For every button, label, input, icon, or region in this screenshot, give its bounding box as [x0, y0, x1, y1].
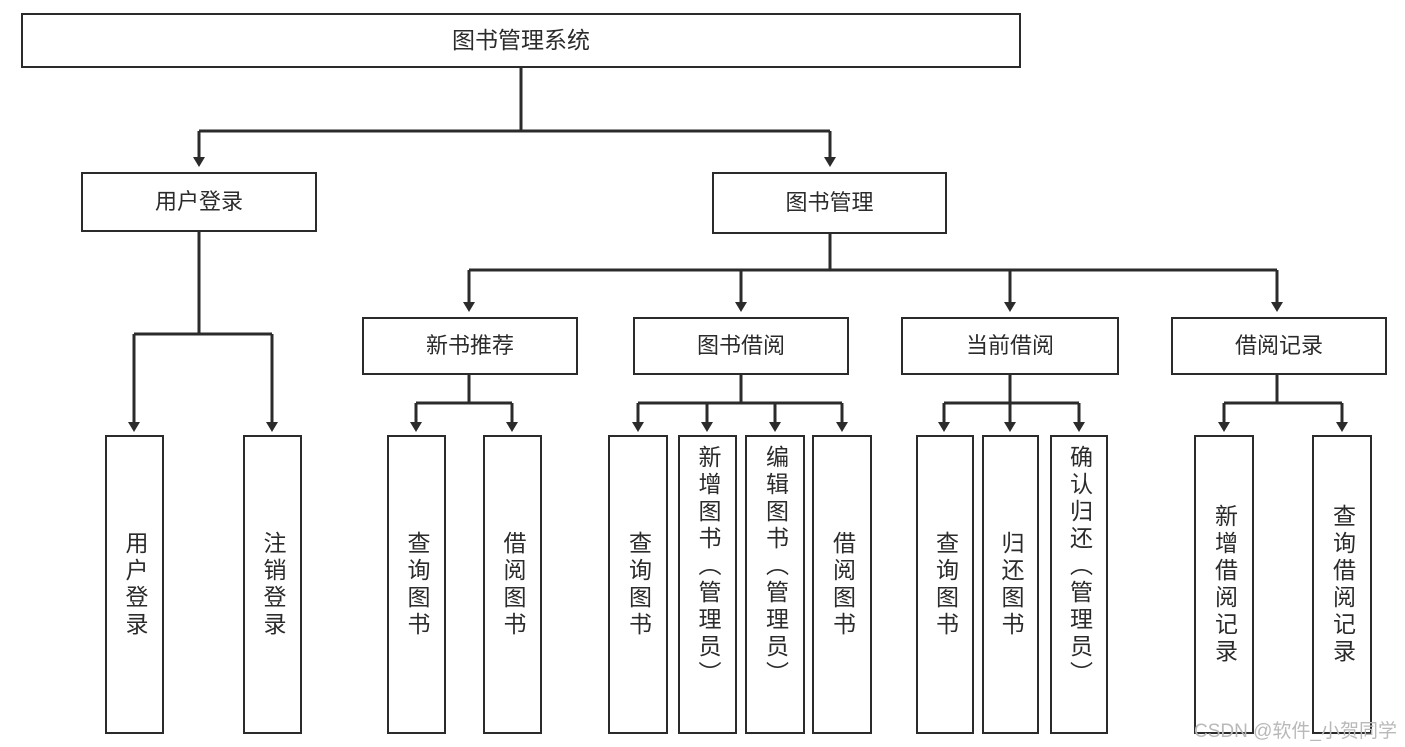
node-label: 图书管理系统: [452, 26, 590, 53]
node-book-borrow[interactable]: 图书借阅: [633, 317, 849, 375]
node-label: 确认归还（管理员）: [1066, 445, 1093, 688]
node-leaf-user-login[interactable]: 用户登录: [105, 435, 164, 734]
node-user-login[interactable]: 用户登录: [81, 172, 317, 232]
node-leaf-return-book[interactable]: 归还图书: [982, 435, 1039, 734]
node-leaf-user-logout[interactable]: 注销登录: [243, 435, 302, 734]
node-leaf-query-borrow-record[interactable]: 查询借阅记录: [1312, 435, 1372, 734]
node-label: 用户登录: [154, 188, 243, 214]
node-label: 借阅图书: [500, 530, 526, 639]
node-leaf-edit-book[interactable]: 编辑图书（管理员）: [745, 435, 805, 734]
node-label: 查询图书: [404, 530, 430, 639]
node-label: 新增图书（管理员）: [695, 445, 721, 688]
node-leaf-query-book-1[interactable]: 查询图书: [387, 435, 446, 734]
node-leaf-query-book-2[interactable]: 查询图书: [608, 435, 668, 734]
node-book-manage[interactable]: 图书管理: [712, 172, 947, 234]
node-label: 注销登录: [260, 530, 286, 639]
node-label: 图书管理: [785, 189, 874, 215]
node-label: 查询图书: [625, 530, 652, 639]
node-borrow-record[interactable]: 借阅记录: [1171, 317, 1387, 375]
node-leaf-add-book[interactable]: 新增图书（管理员）: [678, 435, 737, 734]
node-label: 查询借阅记录: [1329, 503, 1356, 666]
node-label: 查询图书: [932, 530, 959, 639]
node-label: 当前借阅: [965, 332, 1054, 358]
node-label: 借阅记录: [1234, 332, 1323, 358]
node-label: 编辑图书（管理员）: [762, 445, 789, 688]
node-label: 图书借阅: [696, 332, 785, 358]
node-label: 用户登录: [122, 530, 148, 639]
node-leaf-query-book-3[interactable]: 查询图书: [916, 435, 974, 734]
node-label: 新增借阅记录: [1211, 503, 1238, 666]
node-new-book-recommend[interactable]: 新书推荐: [362, 317, 578, 375]
node-book-management-system[interactable]: 图书管理系统: [21, 13, 1021, 68]
watermark-text: CSDN @软件_小贺同学: [1194, 721, 1397, 742]
node-leaf-borrow-book-2[interactable]: 借阅图书: [812, 435, 872, 734]
node-leaf-add-borrow-record[interactable]: 新增借阅记录: [1194, 435, 1254, 734]
node-label: 借阅图书: [829, 530, 856, 639]
node-leaf-confirm-return[interactable]: 确认归还（管理员）: [1050, 435, 1108, 734]
node-leaf-borrow-book-1[interactable]: 借阅图书: [483, 435, 542, 734]
node-label: 归还图书: [998, 530, 1024, 639]
node-current-borrow[interactable]: 当前借阅: [901, 317, 1119, 375]
node-label: 新书推荐: [425, 332, 514, 358]
